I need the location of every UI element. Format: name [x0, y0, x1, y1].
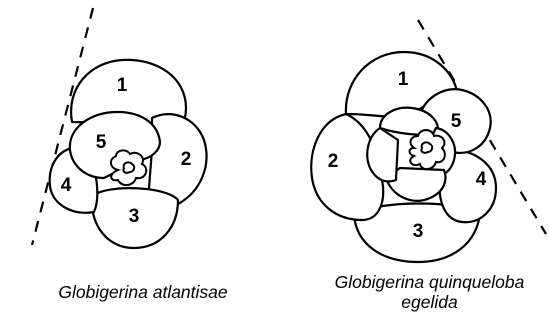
right-chamber-label-2: 2 [328, 151, 339, 172]
right-inner-chamber-top [378, 106, 440, 136]
caption-right-name-line2: egelida [401, 292, 458, 312]
right-aperture-inner [420, 141, 434, 154]
right-inner-chamber-bottom [384, 166, 447, 202]
right-chamber-label-3: 3 [413, 221, 424, 242]
left-tangent-line [30, 7, 95, 246]
specimen-right: 1 2 3 4 5 [310, 19, 547, 264]
caption-right: Globigerina quinqueloba egelida [310, 272, 549, 312]
right-chamber-label-5: 5 [451, 111, 462, 132]
left-chamber-3 [90, 187, 180, 250]
left-chamber-label-1: 1 [117, 75, 128, 96]
left-aperture-inner [122, 161, 136, 174]
left-chamber-label-3: 3 [129, 206, 140, 227]
right-chamber-label-4: 4 [476, 169, 487, 190]
left-chamber-5 [68, 110, 162, 180]
caption-left-name: Globigerina atlantisae [58, 282, 228, 302]
caption-left: Globigerina atlantisae [18, 282, 268, 302]
left-chamber-label-4: 4 [61, 175, 72, 196]
left-chamber-label-5: 5 [96, 132, 107, 153]
specimen-left: 1 2 3 4 5 [30, 7, 208, 250]
caption-right-name-line1: Globigerina quinqueloba [334, 272, 525, 292]
left-chamber-label-2: 2 [181, 149, 192, 170]
right-chamber-3 [352, 202, 482, 264]
right-inner-chamber-left [366, 126, 400, 183]
right-chamber-label-1: 1 [398, 69, 409, 90]
